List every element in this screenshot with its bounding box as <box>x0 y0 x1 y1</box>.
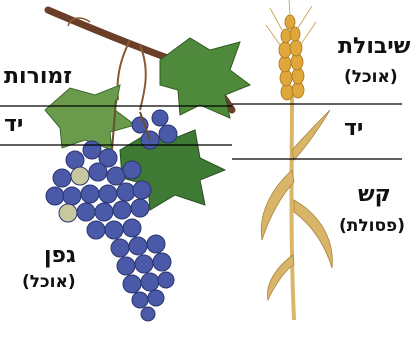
label-grape-branches: זמורות <box>4 66 72 88</box>
label-grape-fruit-note: (אוכל) <box>22 274 76 291</box>
label-wheat-handle: יד <box>344 118 363 140</box>
label-grape-fruit: גפן <box>44 245 76 267</box>
wheat-leaf <box>294 200 332 268</box>
label-wheat-ear: שיבולת <box>338 36 410 58</box>
label-wheat-stalk: קש <box>358 184 391 206</box>
wheat-leaf <box>267 255 294 300</box>
wheat-illustration <box>261 0 332 320</box>
vine-tendril <box>118 40 131 100</box>
grapevine-illustration <box>45 10 250 321</box>
wheat-ear <box>279 15 304 100</box>
label-grape-handle: יד <box>4 114 23 136</box>
vine-tendril <box>140 45 146 110</box>
vine-leaf <box>45 85 135 150</box>
wheat-leaf <box>261 170 294 240</box>
label-wheat-ear-note: (אוכל) <box>344 69 398 86</box>
label-wheat-stalk-note: (פסולת) <box>339 218 405 235</box>
wheat-leaf <box>292 110 330 160</box>
